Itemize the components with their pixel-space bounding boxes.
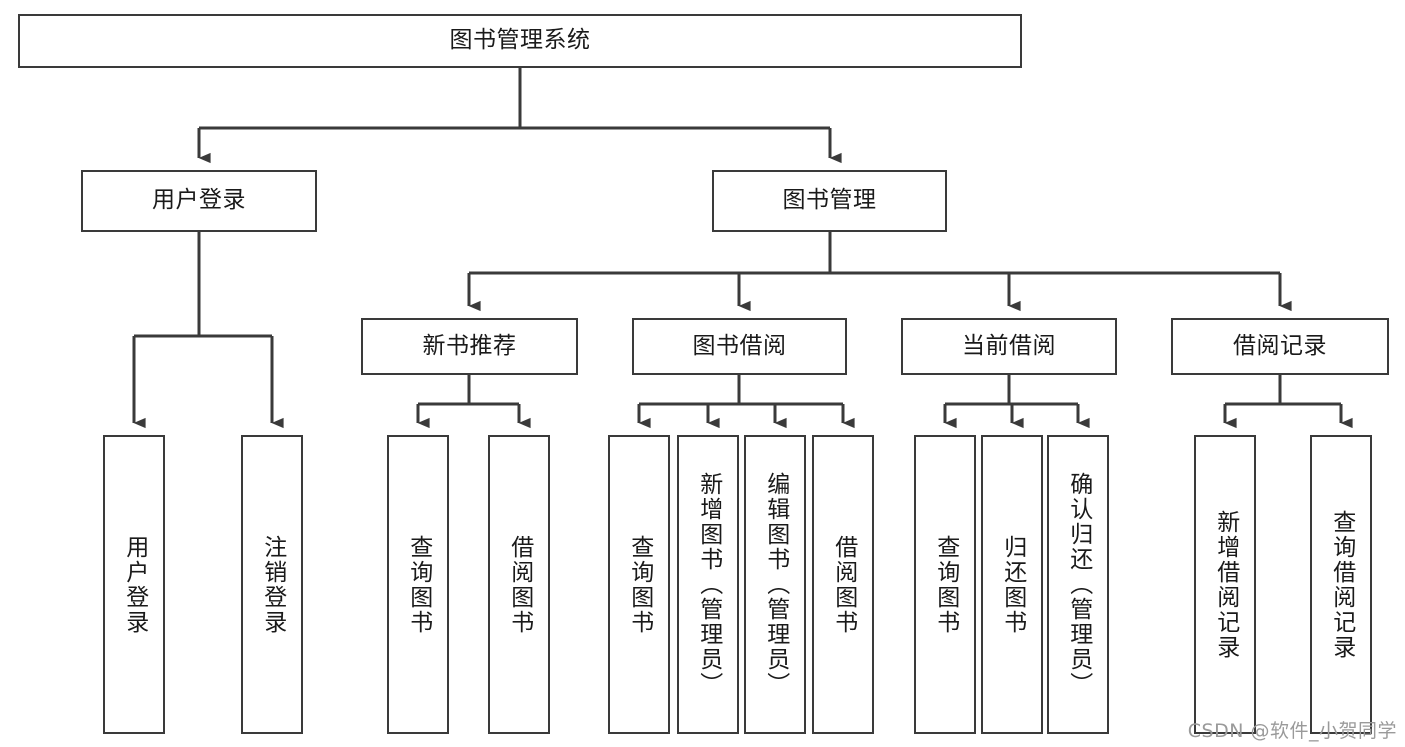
node-leaf-query-book-cur-label: 查询图书 <box>932 534 959 635</box>
node-leaf-query-book-rec[interactable]: 查询图书 <box>387 435 449 734</box>
node-leaf-query-book-cur[interactable]: 查询图书 <box>914 435 976 734</box>
node-user-login-label: 用户登录 <box>152 187 246 214</box>
node-book-manage-label: 图书管理 <box>782 187 877 214</box>
node-new-book-recommend-label: 新书推荐 <box>422 332 517 359</box>
node-user-login[interactable]: 用户登录 <box>81 170 317 232</box>
node-leaf-confirm-return-admin-label: 确认归还（管理员） <box>1065 472 1092 697</box>
node-leaf-edit-book-admin[interactable]: 编辑图书（管理员） <box>744 435 806 734</box>
node-book-borrow[interactable]: 图书借阅 <box>632 318 847 375</box>
node-leaf-borrow-book[interactable]: 借阅图书 <box>812 435 874 734</box>
node-book-borrow-label: 图书借阅 <box>692 332 787 359</box>
node-book-manage[interactable]: 图书管理 <box>712 170 947 232</box>
node-leaf-user-logout-label: 注销登录 <box>259 534 286 635</box>
node-leaf-edit-book-admin-label: 编辑图书（管理员） <box>762 472 789 697</box>
node-leaf-query-book-borrow[interactable]: 查询图书 <box>608 435 670 734</box>
node-leaf-add-borrow-record-label: 新增借阅记录 <box>1212 509 1239 660</box>
node-root-label: 图书管理系统 <box>449 27 591 54</box>
node-leaf-confirm-return-admin[interactable]: 确认归还（管理员） <box>1047 435 1109 734</box>
node-leaf-borrow-book-label: 借阅图书 <box>830 534 857 635</box>
node-borrow-record[interactable]: 借阅记录 <box>1171 318 1389 375</box>
node-leaf-add-book-admin-label: 新增图书（管理员） <box>695 472 722 697</box>
node-current-borrow-label: 当前借阅 <box>962 332 1056 359</box>
node-new-book-recommend[interactable]: 新书推荐 <box>361 318 578 375</box>
node-leaf-user-login[interactable]: 用户登录 <box>103 435 165 734</box>
node-leaf-query-borrow-record[interactable]: 查询借阅记录 <box>1310 435 1372 734</box>
node-leaf-query-book-borrow-label: 查询图书 <box>626 534 653 635</box>
node-leaf-user-login-label: 用户登录 <box>121 534 148 635</box>
node-root[interactable]: 图书管理系统 <box>18 14 1022 68</box>
node-leaf-return-book[interactable]: 归还图书 <box>981 435 1043 734</box>
node-leaf-add-borrow-record[interactable]: 新增借阅记录 <box>1194 435 1256 734</box>
node-leaf-borrow-book-rec-label: 借阅图书 <box>506 534 533 635</box>
node-leaf-borrow-book-rec[interactable]: 借阅图书 <box>488 435 550 734</box>
node-leaf-query-borrow-record-label: 查询借阅记录 <box>1328 509 1355 660</box>
node-leaf-add-book-admin[interactable]: 新增图书（管理员） <box>677 435 739 734</box>
node-borrow-record-label: 借阅记录 <box>1233 332 1327 359</box>
node-leaf-user-logout[interactable]: 注销登录 <box>241 435 303 734</box>
node-leaf-query-book-rec-label: 查询图书 <box>405 534 432 635</box>
csdn-watermark: CSDN @软件_小贺同学 <box>1187 720 1397 742</box>
node-current-borrow[interactable]: 当前借阅 <box>901 318 1117 375</box>
node-leaf-return-book-label: 归还图书 <box>999 534 1026 635</box>
